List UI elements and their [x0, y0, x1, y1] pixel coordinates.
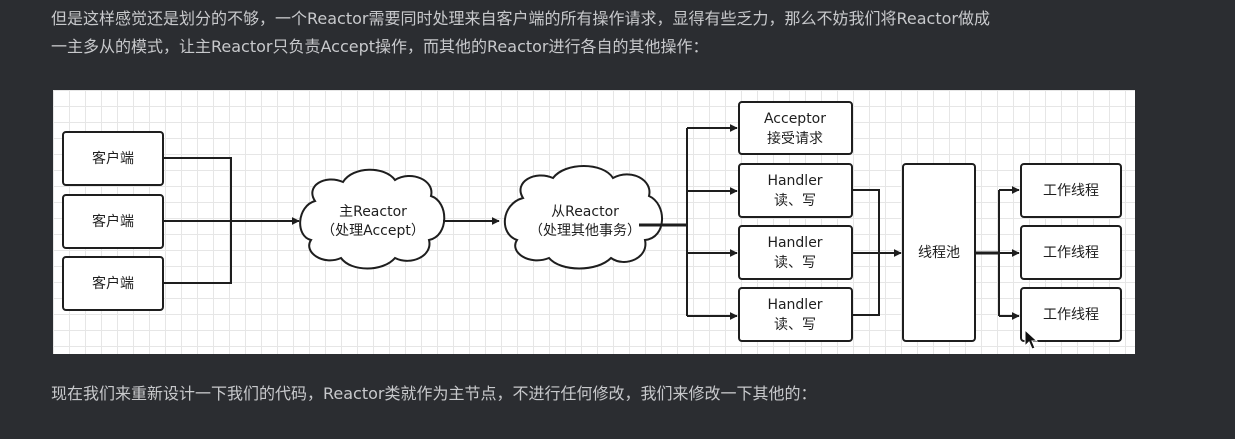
client-label-2: 客户端 — [92, 213, 134, 230]
handler-1-title: Handler — [767, 173, 822, 189]
sub-reactor-cloud — [503, 165, 663, 270]
worker-box-3 — [1020, 287, 1122, 342]
handler-2-title: Handler — [767, 235, 822, 251]
acceptor-box — [738, 101, 853, 155]
reactor-diagram-svg: 客户端 客户端 客户端 主Reactor （处理Accept） 从Reactor… — [62, 101, 1122, 350]
followup-paragraph: 现在我们来重新设计一下我们的代码，Reactor类就作为主节点，不进行任何修改，… — [51, 384, 817, 403]
handler-box-2 — [738, 225, 853, 280]
handler-1-connector — [852, 189, 880, 252]
intro-line-2: 一主多从的模式，让主Reactor只负责Accept操作，而其他的Reactor… — [51, 37, 709, 56]
client-1-connector — [163, 157, 232, 220]
main-reactor-subtitle: （处理Accept） — [321, 223, 425, 239]
handler-box-1 — [738, 163, 853, 218]
handler-2-subtitle: 读、写 — [774, 254, 816, 271]
worker-box-1 — [1020, 163, 1122, 218]
sub-reactor-subtitle: （处理其他事务） — [529, 223, 641, 239]
handler-3-title: Handler — [767, 297, 822, 313]
intro-line-1: 但是这样感觉还是划分的不够，一个Reactor需要同时处理来自客户端的所有操作请… — [51, 9, 990, 28]
client-3-connector — [163, 220, 232, 284]
acceptor-title: Acceptor — [764, 111, 826, 127]
worker-label-3: 工作线程 — [1043, 307, 1099, 323]
acceptor-subtitle: 接受请求 — [767, 130, 823, 147]
client-label-1: 客户端 — [92, 150, 134, 167]
handler-box-3 — [738, 287, 853, 342]
reactor-diagram: 客户端 客户端 客户端 主Reactor （处理Accept） 从Reactor… — [53, 90, 1135, 354]
client-label-3: 客户端 — [92, 275, 134, 292]
handler-1-subtitle: 读、写 — [774, 192, 816, 209]
worker-box-2 — [1020, 225, 1122, 280]
worker-label-2: 工作线程 — [1043, 245, 1099, 261]
thread-pool-label: 线程池 — [918, 245, 960, 261]
sub-reactor-title: 从Reactor — [551, 204, 619, 220]
mouse-cursor-icon — [1024, 328, 1039, 350]
handler-3-connector — [852, 252, 880, 316]
main-reactor-cloud — [299, 168, 446, 270]
main-reactor-title: 主Reactor — [339, 204, 407, 220]
intro-paragraph: 但是这样感觉还是划分的不够，一个Reactor需要同时处理来自客户端的所有操作请… — [51, 5, 990, 61]
worker-label-1: 工作线程 — [1043, 183, 1099, 199]
handler-3-subtitle: 读、写 — [774, 316, 816, 333]
